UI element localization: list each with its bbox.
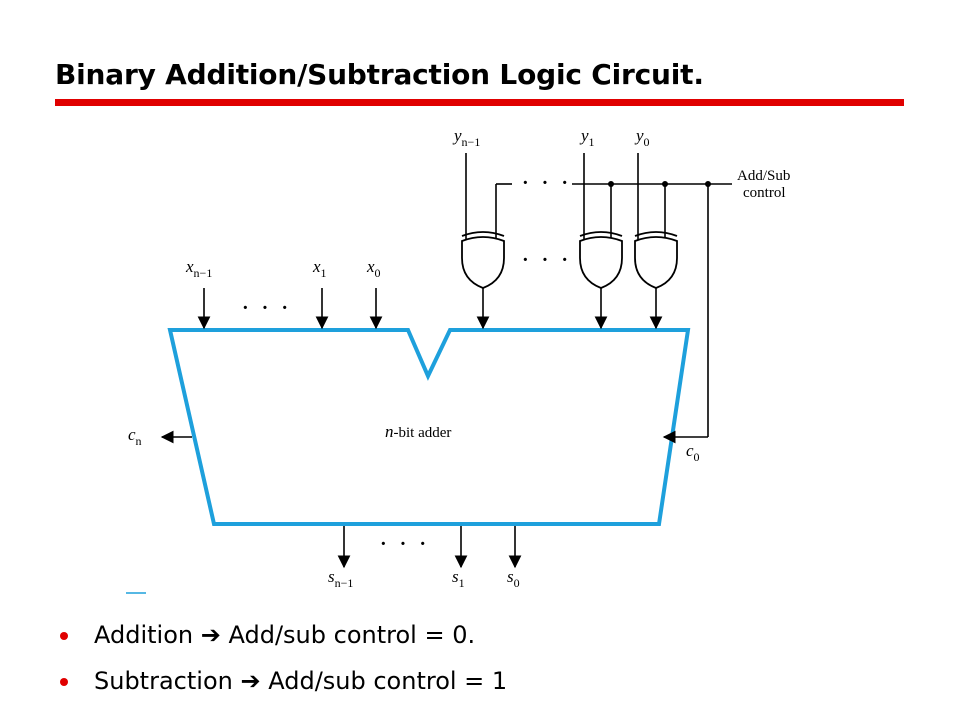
bullet-dot: [60, 678, 68, 686]
bullet-term: Subtraction: [94, 667, 233, 695]
ellipsis-control: · · ·: [522, 172, 572, 194]
label-x-0: x0: [366, 257, 381, 280]
bullet-rest: Add/sub control = 0.: [228, 621, 476, 649]
ellipsis-gates: · · ·: [522, 249, 572, 271]
slide-title: Binary Addition/Subtraction Logic Circui…: [55, 58, 704, 91]
control-wiring: [160, 153, 732, 569]
junction-dots: [608, 181, 711, 187]
label-s-n-1: sn−1: [328, 567, 353, 590]
label-y-1: y1: [579, 126, 595, 149]
bullet-list: Addition ➔ Add/sub control = 0. Subtract…: [60, 617, 507, 709]
ellipsis-x-inputs: · · ·: [242, 297, 292, 319]
xor-gate-n-1: [461, 231, 505, 289]
bullet-rest: Add/sub control = 1: [268, 667, 508, 695]
xor-gate-0: [634, 231, 678, 289]
label-s-1: s1: [452, 567, 465, 590]
arrow-right-icon: ➔: [200, 621, 221, 649]
bullet-term: Addition: [94, 621, 194, 649]
label-carry-out: cn: [128, 425, 142, 448]
control-label-line2: control: [743, 185, 786, 201]
control-label-line1: Add/Sub: [737, 168, 790, 184]
arrow-right-icon: ➔: [240, 667, 261, 695]
adder-label: n-bit adder: [385, 422, 451, 441]
label-x-1: x1: [312, 257, 327, 280]
bullet-subtraction: Subtraction ➔ Add/sub control = 1: [60, 663, 507, 709]
xor-gate-1: [579, 231, 623, 289]
label-s-0: s0: [507, 567, 520, 590]
adder-block: [167, 328, 691, 526]
bullet-addition: Addition ➔ Add/sub control = 0.: [60, 617, 507, 663]
label-x-n-1: xn−1: [185, 257, 212, 280]
ellipsis-s-outputs: · · ·: [380, 533, 430, 555]
label-carry-in: c0: [686, 441, 700, 464]
title-underline: [55, 99, 904, 106]
label-y-0: y0: [634, 126, 650, 149]
bullet-dot: [60, 632, 68, 640]
label-y-n-1: yn−1: [452, 126, 480, 149]
